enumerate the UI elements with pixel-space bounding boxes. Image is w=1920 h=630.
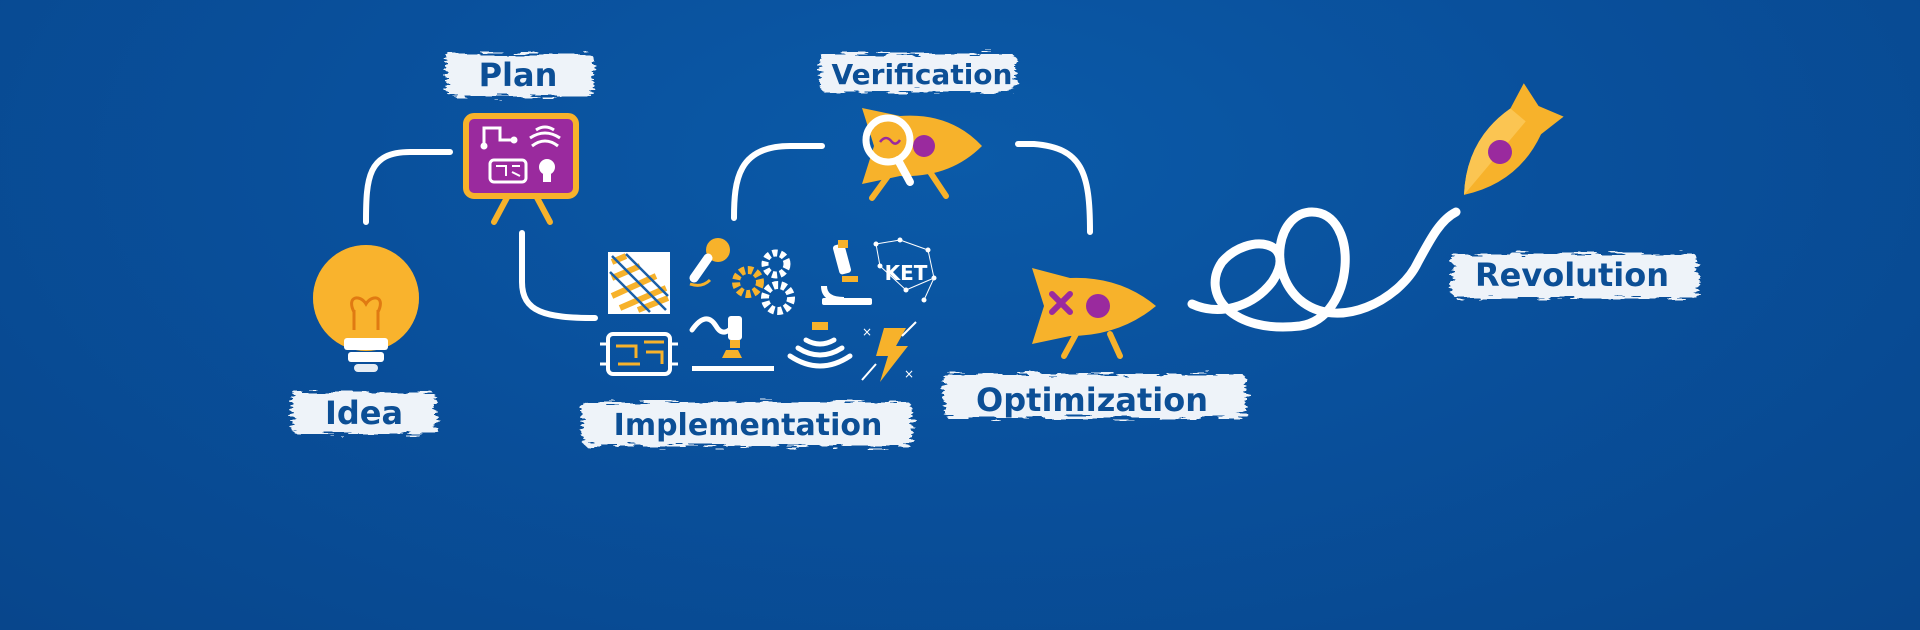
stage-label-idea-text: Idea xyxy=(325,394,403,432)
circuit-chip-icon xyxy=(600,332,678,376)
launching-rocket-icon xyxy=(1464,83,1564,195)
wireless-waves-icon xyxy=(787,322,853,369)
svg-text:×: × xyxy=(862,325,872,339)
loop-trail xyxy=(1187,207,1461,332)
connector-implementation-verification xyxy=(731,143,825,221)
connector-verification-optimization xyxy=(1015,141,1093,235)
ket-network-icon: KET xyxy=(873,237,937,303)
stage-label-implementation-text: Implementation xyxy=(614,408,883,443)
micro-tool-icon xyxy=(689,238,730,287)
woven-material-icon xyxy=(608,252,670,314)
crossed-rocket-icon xyxy=(1032,268,1156,359)
magnifier-rocket-icon xyxy=(862,108,982,201)
stage-label-implementation: Implementation xyxy=(582,402,912,446)
stage-label-revolution-text: Revolution xyxy=(1475,256,1669,294)
microscope-icon xyxy=(821,240,872,305)
stage-label-plan: Plan xyxy=(446,54,594,96)
connector-plan-implementation xyxy=(519,230,598,321)
connector-lines xyxy=(363,141,1461,332)
technology-icons-cluster: KET × × xyxy=(600,237,937,382)
stage-label-optimization-text: Optimization xyxy=(976,381,1208,419)
stage-label-idea: Idea xyxy=(292,392,436,434)
connector-idea-plan xyxy=(363,149,453,225)
stage-label-optimization: Optimization xyxy=(944,374,1246,419)
gears-icon xyxy=(732,249,795,315)
stage-label-verification: Verification xyxy=(820,54,1016,92)
lightbulb-icon xyxy=(313,245,419,372)
stage-label-verification-text: Verification xyxy=(832,58,1013,91)
3d-printer-icon xyxy=(689,316,774,371)
ket-badge: KET xyxy=(885,261,928,285)
stage-label-revolution: Revolution xyxy=(1452,254,1698,298)
stage-label-plan-text: Plan xyxy=(479,56,558,94)
lightning-icon: × × xyxy=(861,321,917,382)
circuit-board-easel-icon xyxy=(463,113,579,225)
svg-text:×: × xyxy=(904,367,914,381)
